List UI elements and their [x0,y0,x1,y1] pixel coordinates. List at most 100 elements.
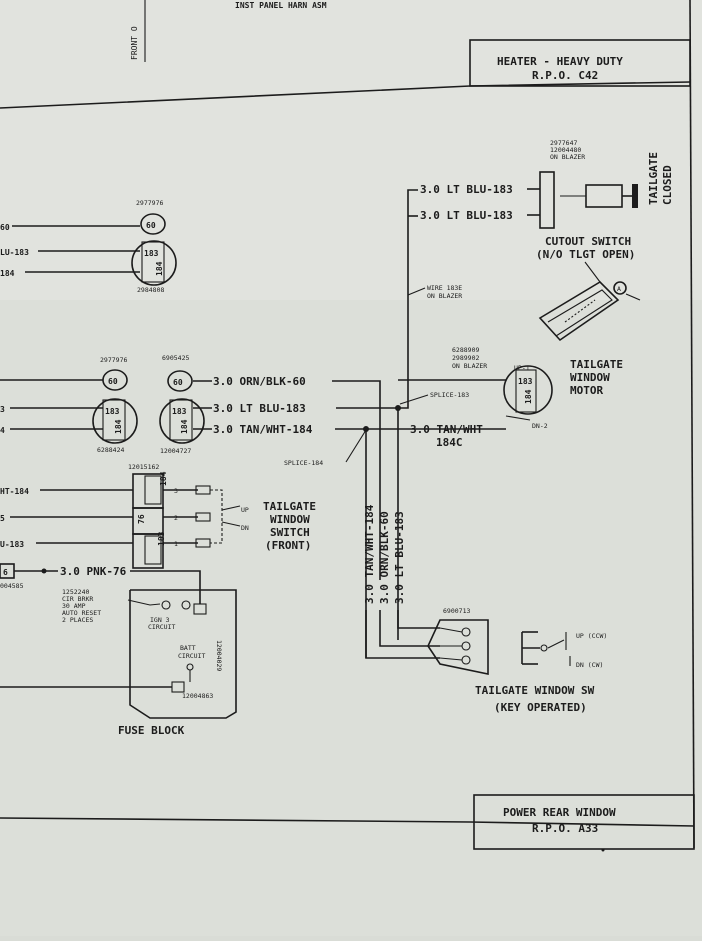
wire-184c-label: 184C [436,436,463,449]
wire-left-60-label: 60 [0,223,10,232]
wire-tan-label: 3.0 TAN/WHT-184 [213,423,313,436]
border-bottom [0,817,695,827]
batt-label-2: CIRCUIT [178,652,205,660]
wire-pnk-label: 3.0 PNK-76 [60,565,127,578]
fuse-block-label: FUSE BLOCK [118,724,185,737]
part-6288909: 6288909 [452,346,479,354]
key-dn-label: DN (CW) [576,661,603,669]
pin-60-b: 60 [108,377,118,386]
title-power-line1: POWER REAR WINDOW [503,806,616,819]
key-label-1: TAILGATE WINDOW SW [475,684,595,697]
part-12015162: 12015162 [128,463,159,471]
part-6288424: 6288424 [97,446,124,454]
wire-left-wht184-label: HT-184 [0,487,29,496]
front-label: FRONT O [130,26,139,60]
cutout-switch-connector [539,171,555,229]
wire-left-5-label: 5 [0,514,5,523]
sw-terminal-3: 3 [174,487,178,495]
sw-front-2: WINDOW [270,513,310,526]
part-2977976-a: 2977976 [136,199,163,207]
part-2989902: 2989902 [452,354,479,362]
sw-terminal-1: 1 [174,540,178,548]
wire-top-1-label: 3.0 LT BLU-183 [420,183,513,196]
fuse-block [129,589,237,719]
title-heater-line1: HEATER - HEAVY DUTY [497,55,623,68]
wire-left-3-label: 3 [0,405,5,414]
pin-184-c: 184 [180,419,189,434]
ign-label-2: CIRCUIT [148,623,175,631]
cb-3: 30 AMP [62,602,86,610]
pin-183-b: 183 [105,407,120,416]
svg-text:A: A [617,285,621,293]
part-12004863: 12004863 [182,692,213,700]
sw-terminal-2: 2 [174,514,178,522]
pin-60-a: 60 [146,221,156,230]
splice-183-label: SPLICE-183 [430,391,469,399]
wire-top-2-label: 3.0 LT BLU-183 [420,209,513,222]
vert-label-2: 3.0 ORN/BLK-60 [378,511,391,604]
motor-label-3: MOTOR [570,384,603,397]
wire-orn-label: 3.0 ORN/BLK-60 [213,375,306,388]
pin-183-s: 183 [157,531,166,546]
wire-left-4-label: 4 [0,426,5,435]
vert-label-3: 3.0 LT BLU-183 [393,511,406,604]
key-switch-schematic [521,631,571,666]
pin-60-c: 60 [173,378,183,387]
wire-left-183-label: LU-183 [0,248,29,257]
pin-184-b: 184 [114,419,123,434]
part-12004727: 12004727 [160,447,191,455]
part-2977647: 2977647 [550,139,577,147]
ign-label: IGN 3 [150,616,170,624]
cutout-label-1: CUTOUT SWITCH [545,235,631,248]
sw-front-3: SWITCH [270,526,310,539]
part-2977976-b: 2977976 [100,356,127,364]
border-right [689,0,695,849]
wire-ltblu-label: 3.0 LT BLU-183 [213,402,306,415]
motor-mechanism-sketch: A [538,261,641,342]
wire-tan-right-label: 3.0 TAN/WHT [410,423,483,436]
wire-left-u183-label: U-183 [0,540,24,549]
cb-1: 1252240 [62,588,89,596]
pin-183-a: 183 [144,249,159,258]
key-switch [427,619,489,675]
part-6905425: 6905425 [162,354,189,362]
inst-panel-label: INST PANEL HARN ASM [235,1,327,10]
pin-184-s: 184 [159,471,168,486]
title-heater-line2: R.P.O. C42 [532,69,598,82]
on-blazer-top: ON BLAZER [550,153,585,161]
pin-184-a: 184 [155,261,164,276]
sw-front-4: (FRONT) [265,539,311,552]
cb-5: 2 PLACES [62,616,93,624]
key-label-2: (KEY OPERATED) [494,701,587,714]
part-004585: 004585 [0,582,24,590]
pin-183-m: 183 [518,377,533,386]
part-12004480: 12004480 [550,146,581,154]
part-6900713: 6900713 [443,607,470,615]
on-blazer-motor: ON BLAZER [452,362,487,370]
pin-76-s: 76 [137,514,146,524]
pin-60-connector-a [140,213,166,235]
vert-label-1: 3.0 TAN/WHT-184 [363,504,376,604]
sw-up: UP [241,506,249,514]
sw-dn: DN [241,524,249,532]
up1-label: UP-1 [514,364,530,372]
tailgate-closed-2: CLOSED [661,165,674,205]
title-block-heater [469,39,691,87]
cutout-label-2: (N/O TLGT OPEN) [536,248,635,261]
tailgate-closed-1: TAILGATE [647,152,660,205]
title-block-power [473,794,695,850]
batt-label: BATT [180,644,196,652]
title-power-line2: R.P.O. A33 [532,822,598,835]
splice-184-label: SPLICE-184 [284,459,323,467]
cb-2: CIR BRKR [62,595,93,603]
wire-orn-blk-60 [332,380,381,580]
sw-front-1: TAILGATE [263,500,316,513]
cb-4: AUTO RESET [62,609,101,617]
connector-183-184-a [131,240,177,286]
motor-label-1: TAILGATE [570,358,623,371]
part-12004029: 12004029 [215,640,223,671]
pin-183-c: 183 [172,407,187,416]
pin-6-s: 6 [3,568,8,577]
